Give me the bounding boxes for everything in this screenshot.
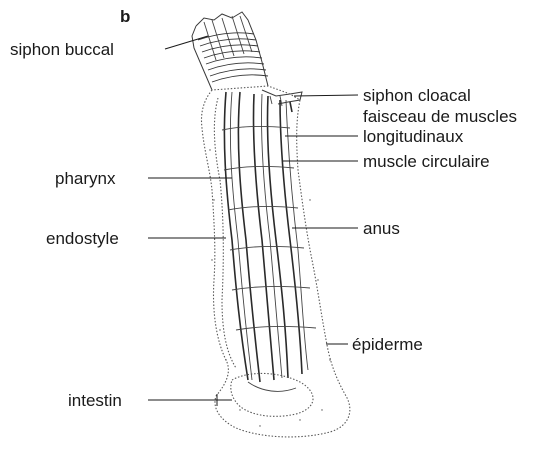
leader-lines bbox=[148, 36, 358, 406]
label-epiderme: épiderme bbox=[352, 335, 423, 354]
panel-label: b bbox=[120, 7, 130, 26]
label-faisceau-line1: faisceau de muscles bbox=[363, 107, 517, 126]
leader-siphon-buccal bbox=[165, 36, 208, 49]
leader-siphon-cloacal bbox=[294, 95, 358, 96]
label-siphon-buccal: siphon buccal bbox=[10, 40, 114, 59]
labels: siphon buccal siphon cloacal faisceau de… bbox=[10, 40, 517, 410]
label-muscle-circulaire: muscle circulaire bbox=[363, 152, 490, 171]
label-pharynx: pharynx bbox=[55, 169, 116, 188]
organism-drawing bbox=[192, 12, 350, 437]
intestine-drawing bbox=[231, 373, 313, 416]
label-endostyle: endostyle bbox=[46, 229, 119, 248]
buccal-siphon-drawing bbox=[192, 12, 268, 90]
label-faisceau-line2: longitudinaux bbox=[363, 127, 464, 146]
body-outline bbox=[201, 86, 349, 437]
label-intestin: intestin bbox=[68, 391, 122, 410]
label-anus: anus bbox=[363, 219, 400, 238]
label-siphon-cloacal: siphon cloacal bbox=[363, 86, 471, 105]
